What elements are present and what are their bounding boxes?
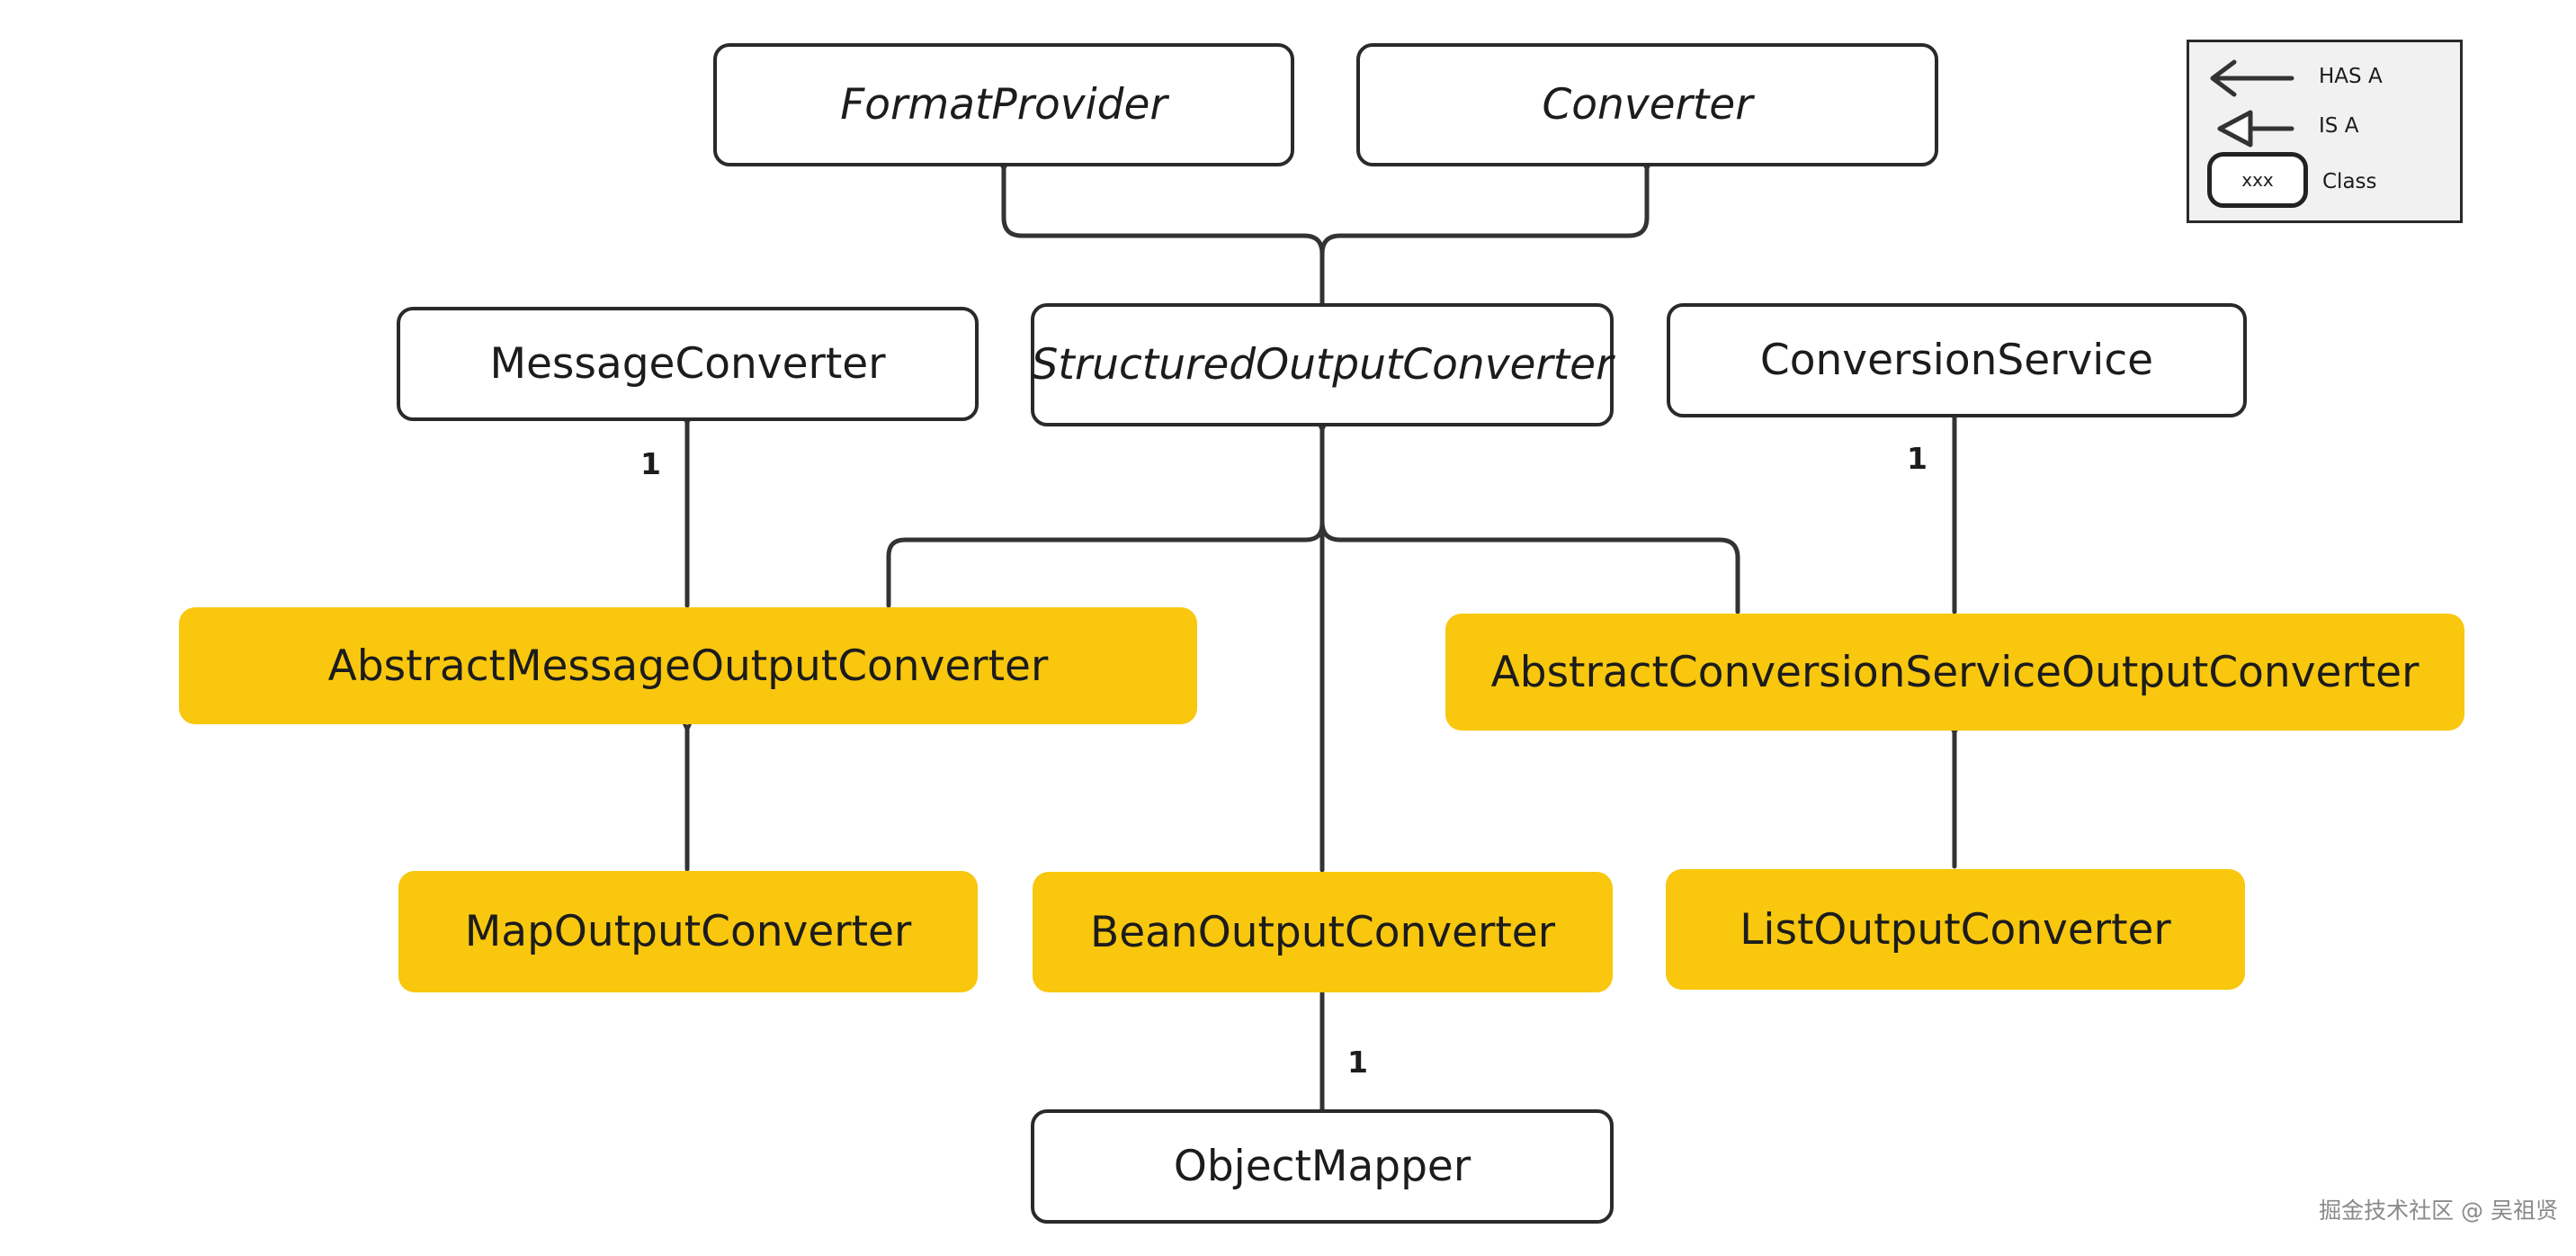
node-label: ListOutputConverter <box>1740 904 2171 955</box>
node-abstract-message-output-converter: AbstractMessageOutputConverter <box>179 607 1197 724</box>
node-label: BeanOutputConverter <box>1089 907 1556 957</box>
edge-acsoc-to-soc <box>1319 519 1740 615</box>
legend-class-sample-text: xxx <box>2241 169 2274 191</box>
legend-class-label: Class <box>2322 170 2377 193</box>
edge-soc-to-converter <box>1319 137 1663 256</box>
legend-has-a-icon <box>2210 59 2294 97</box>
node-label: AbstractConversionServiceOutputConverter <box>1490 647 2419 697</box>
node-label: MessageConverter <box>489 339 886 389</box>
watermark: 掘金技术社区 @ 吴祖贤 <box>2319 1198 2558 1224</box>
multiplicity-conversion-service: 1 <box>1907 441 1928 476</box>
node-label: MapOutputConverter <box>464 907 912 956</box>
multiplicity-message-converter: 1 <box>640 446 661 481</box>
edge-amoc-to-soc <box>886 398 1338 608</box>
legend-is-a-label: IS A <box>2319 114 2359 138</box>
node-label: AbstractMessageOutputConverter <box>327 641 1049 691</box>
legend-is-a-icon <box>2217 110 2294 148</box>
edge-soc-to-formatprovider <box>988 137 1325 306</box>
node-label: StructuredOutputConverter <box>1031 340 1614 390</box>
legend-has-a-label: HAS A <box>2319 65 2383 88</box>
node-message-converter: MessageConverter <box>397 307 979 421</box>
node-structured-output-converter: StructuredOutputConverter <box>1031 303 1614 426</box>
node-map-output-converter: MapOutputConverter <box>398 871 978 992</box>
node-label: Converter <box>1542 80 1753 130</box>
node-conversion-service: ConversionService <box>1667 303 2247 417</box>
node-converter: Converter <box>1356 43 1938 166</box>
multiplicity-object-mapper: 1 <box>1347 1045 1368 1080</box>
node-bean-output-converter: BeanOutputConverter <box>1033 872 1613 992</box>
node-object-mapper: ObjectMapper <box>1031 1109 1614 1224</box>
node-label: ObjectMapper <box>1173 1142 1471 1191</box>
node-list-output-converter: ListOutputConverter <box>1666 869 2245 990</box>
node-format-provider: FormatProvider <box>713 43 1294 166</box>
node-label: FormatProvider <box>840 80 1167 130</box>
legend-class-sample: xxx <box>2207 152 2308 208</box>
legend: HAS A IS A xxx Class <box>2187 40 2463 223</box>
node-label: ConversionService <box>1759 336 2154 385</box>
node-abstract-conversion-service-output-converter: AbstractConversionServiceOutputConverter <box>1445 614 2464 731</box>
